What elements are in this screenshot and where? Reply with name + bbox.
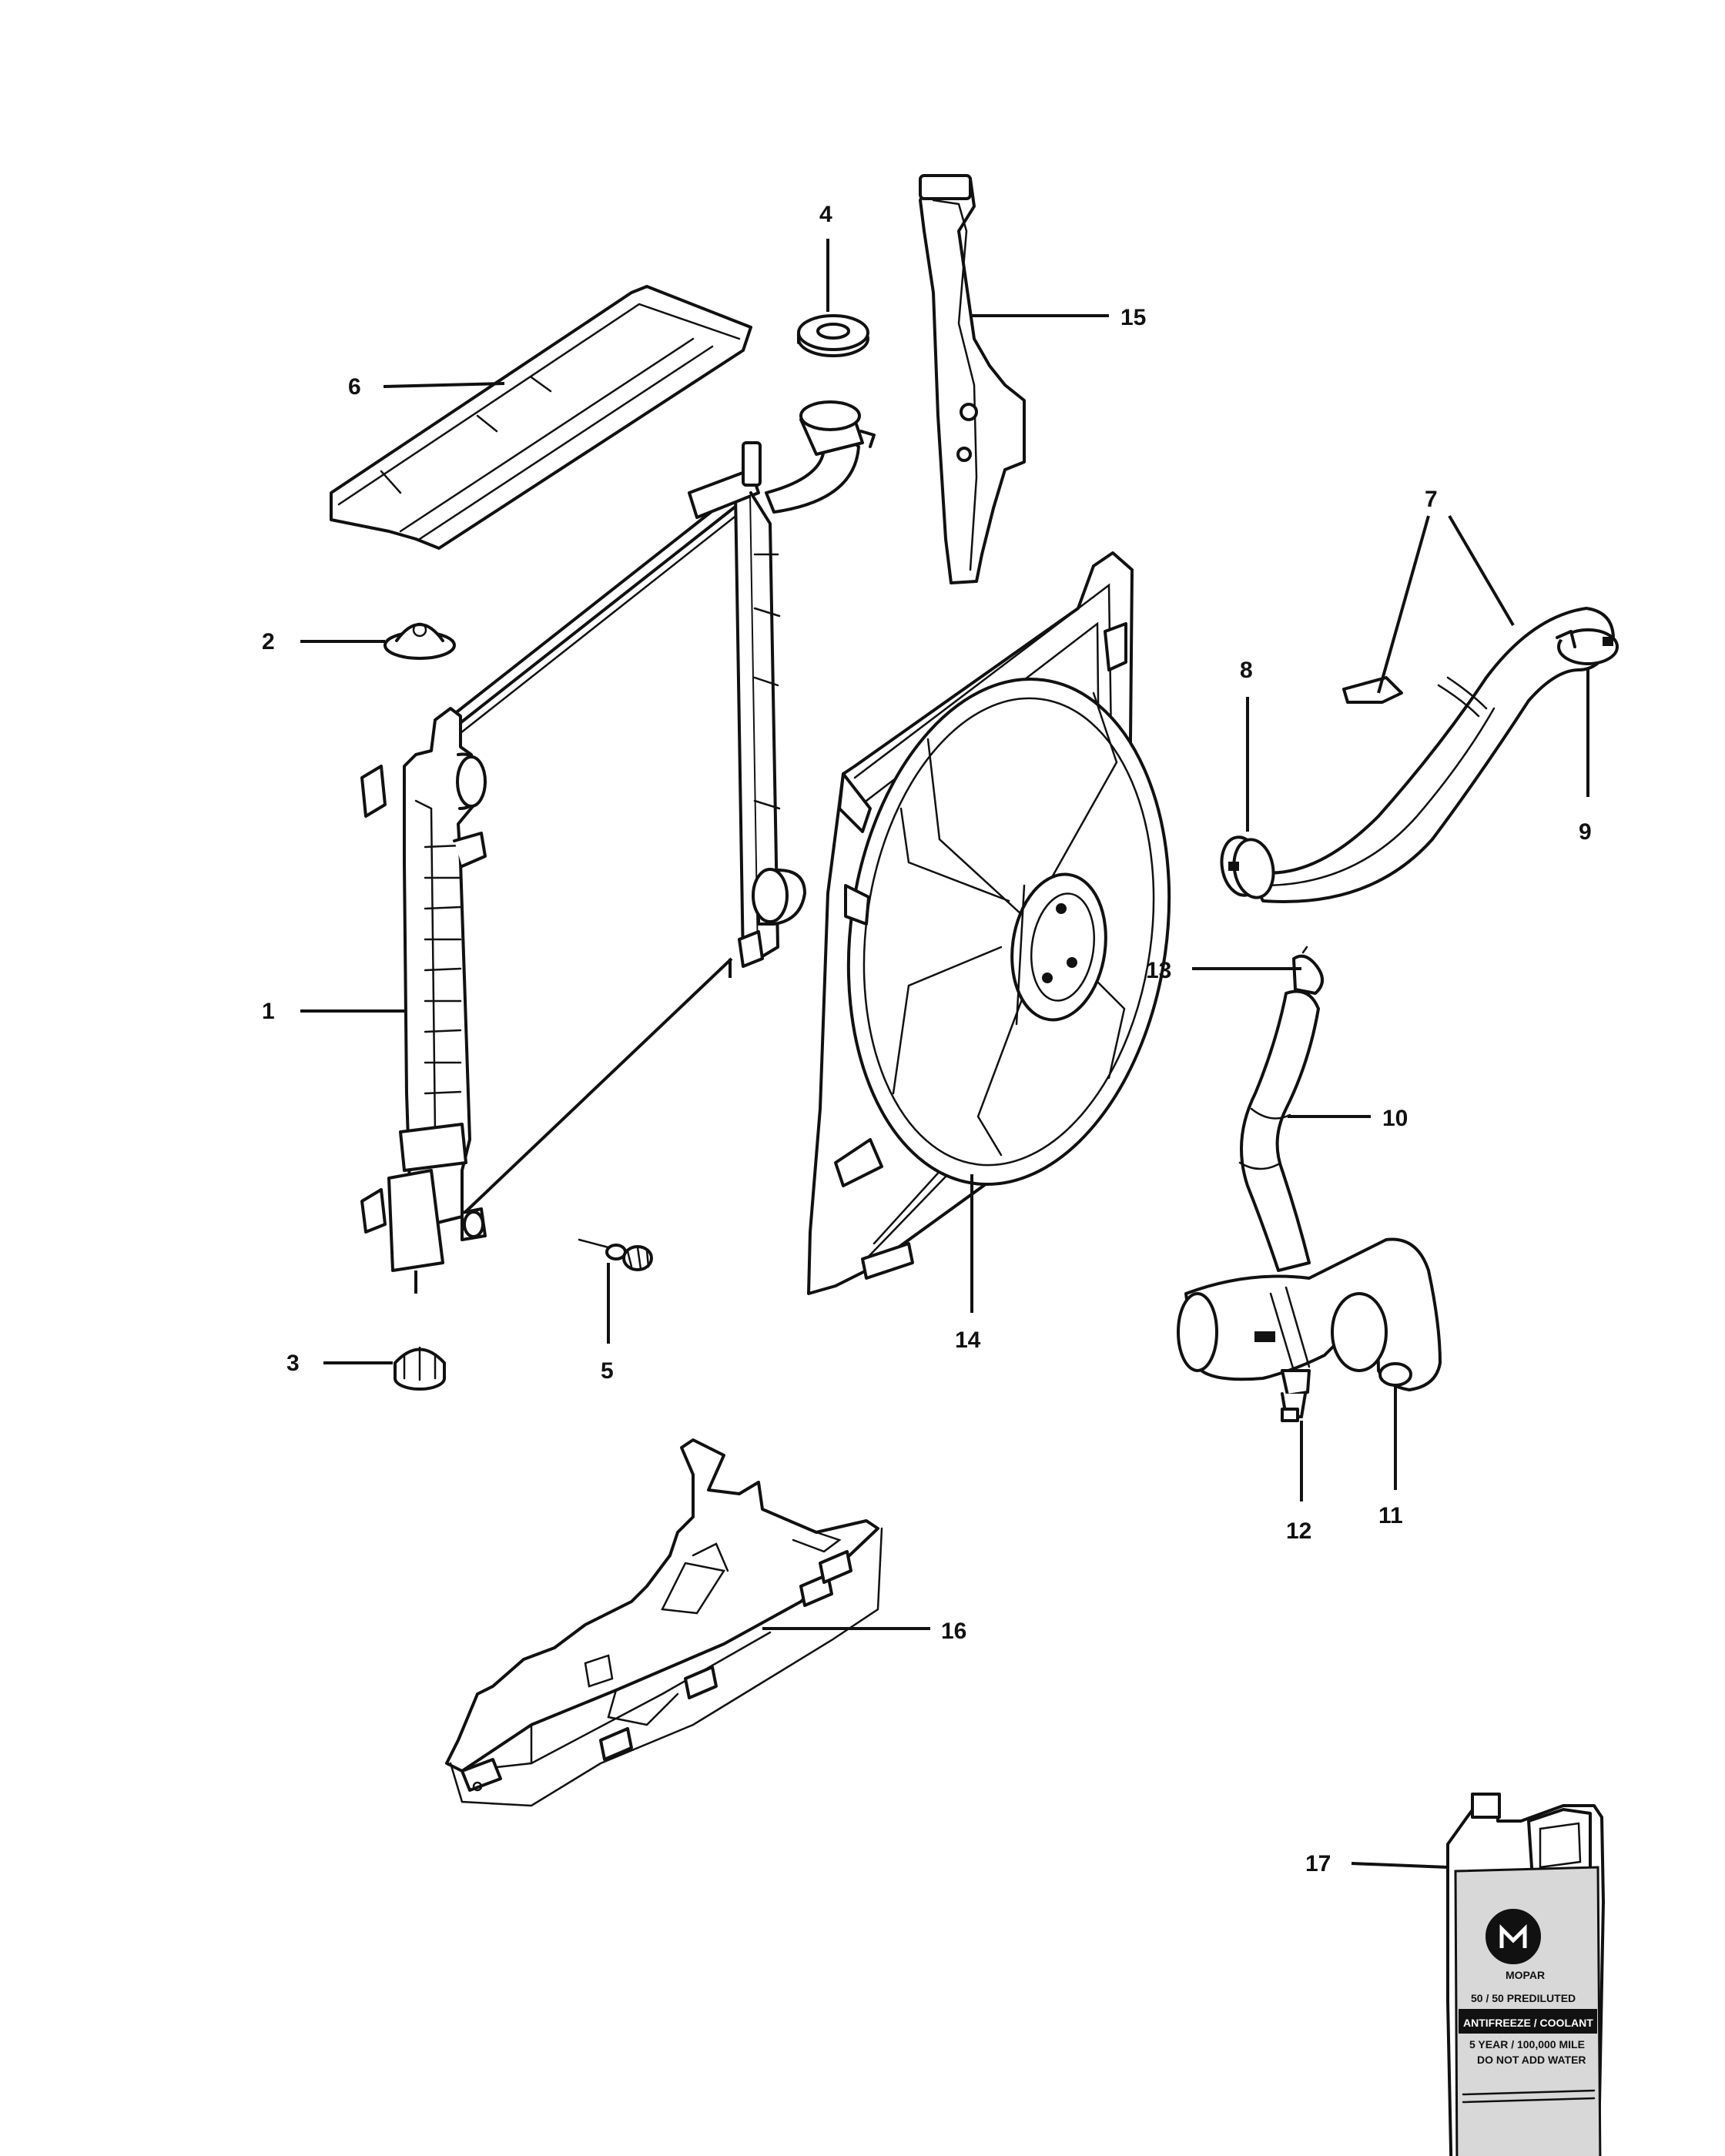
part-15-bracket — [919, 174, 1026, 584]
part-17-coolant-jug: MOPAR 50 / 50 PREDILUTED ANTIFREEZE / CO… — [1446, 1793, 1605, 2156]
callout-8: 8 — [1240, 658, 1253, 683]
callout-12: 12 — [1286, 1518, 1311, 1544]
callout-labels: 1 2 3 4 5 6 7 8 9 10 11 12 13 14 15 16 1… — [262, 202, 1592, 1876]
jug-line3-text: 5 YEAR / 100,000 MILE — [1469, 2038, 1585, 2051]
part-2-cap — [384, 622, 456, 660]
callout-2: 2 — [262, 629, 275, 654]
jug-brand-text: MOPAR — [1506, 1969, 1545, 1981]
callout-4: 4 — [819, 202, 832, 227]
callout-11: 11 — [1378, 1503, 1403, 1528]
callout-7: 7 — [1425, 487, 1438, 512]
part-11-lower-hose — [1177, 1237, 1442, 1391]
part-5-drain-plug — [578, 1238, 653, 1271]
part-1-radiator — [360, 400, 876, 1294]
part-4-cap-seal — [797, 314, 869, 357]
callout-9: 9 — [1579, 819, 1592, 845]
callout-10: 10 — [1382, 1106, 1408, 1131]
part-13-clamp — [1292, 946, 1324, 995]
callout-15: 15 — [1120, 305, 1146, 330]
jug-line2-text: ANTIFREEZE / COOLANT — [1463, 2017, 1593, 2029]
callout-13: 13 — [1146, 958, 1171, 983]
callout-17: 17 — [1305, 1851, 1331, 1876]
part-12-hose-clamp — [1281, 1369, 1311, 1422]
callout-14: 14 — [955, 1327, 981, 1353]
part-8-hose-clamp — [1220, 835, 1275, 899]
part-6-upper-deflector — [330, 285, 752, 550]
callout-5: 5 — [601, 1358, 614, 1384]
part-9-hose-clamp — [1556, 628, 1619, 665]
part-3-isolator — [394, 1346, 446, 1391]
part-14-fan-shroud — [807, 551, 1171, 1295]
leader-lines — [300, 239, 1589, 1869]
callout-1: 1 — [262, 999, 275, 1024]
callout-3: 3 — [286, 1351, 300, 1376]
part-10-lower-hose — [1238, 989, 1320, 1272]
jug-line1-text: 50 / 50 PREDILUTED — [1471, 1992, 1576, 2004]
callout-16: 16 — [941, 1619, 966, 1644]
part-16-lower-deflector — [445, 1438, 883, 1807]
jug-line4-text: DO NOT ADD WATER — [1477, 2054, 1586, 2066]
callout-6: 6 — [348, 374, 361, 400]
